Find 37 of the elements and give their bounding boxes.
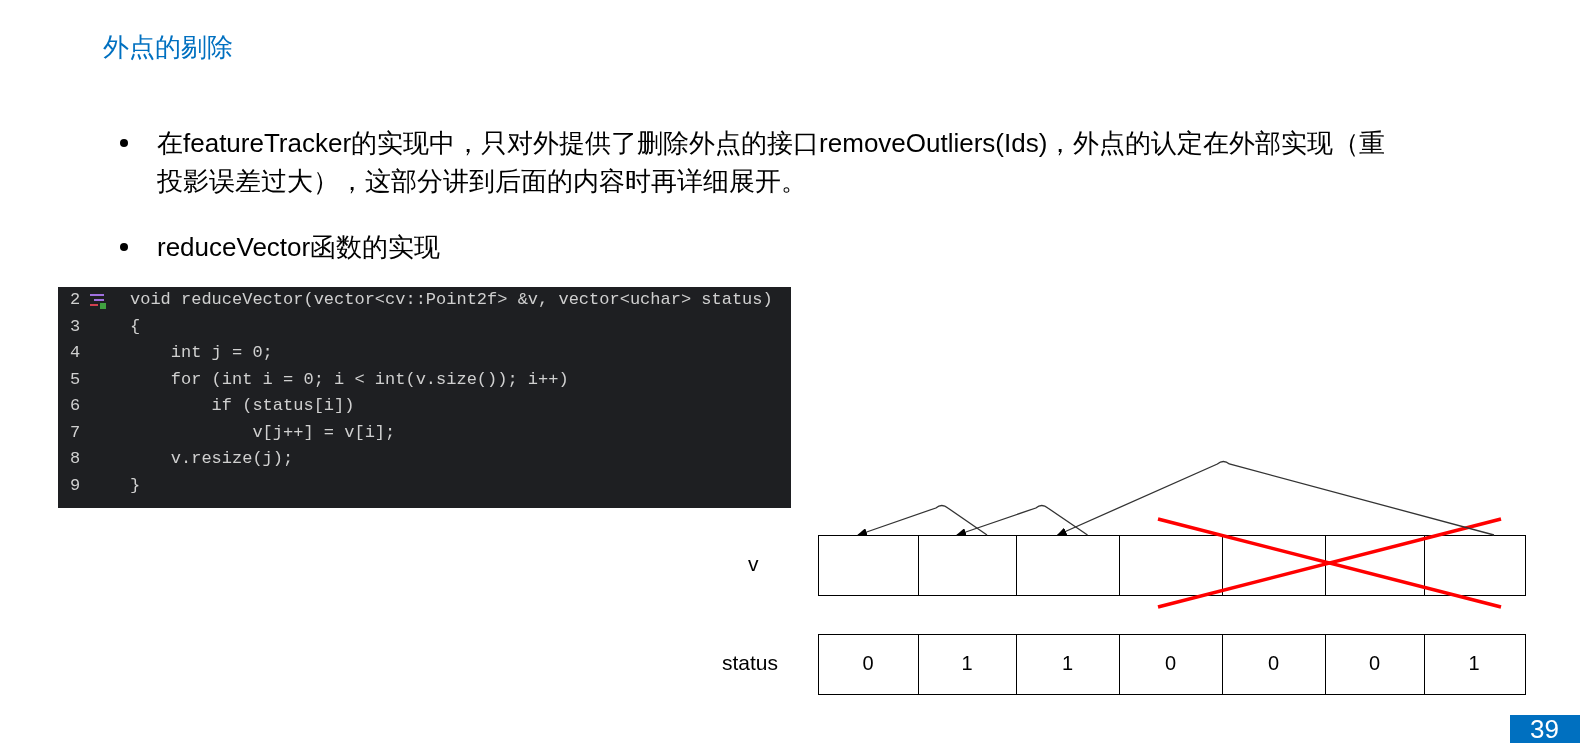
code-line: v.resize(j); (169, 449, 294, 469)
line-number: 8 (70, 449, 81, 469)
line-number: 6 (70, 396, 81, 416)
page-number: 39 (1530, 714, 1559, 743)
cell-value: 0 (861, 652, 875, 675)
bullet-text: reduceVector函数的实现 (157, 231, 442, 264)
code-line: void reduceVector(vector<cv::Point2f> &v, vector<uchar> status) (130, 290, 773, 310)
line-number: 7 (70, 422, 81, 443)
line-number: 4 (70, 343, 81, 363)
array-cell (1016, 535, 1121, 596)
cell-value: 0 (1367, 652, 1382, 675)
code-line: v[j++] = v[i]; (251, 422, 396, 443)
array-cell (818, 535, 920, 596)
arrow (1056, 460, 1495, 536)
code-line: int j = 0; (169, 343, 273, 363)
bullet-text: 在featureTracker的实现中，只对外提供了删除外点的接口removeOutliers(Ids)，外点的认定在外部实现（重投影误差过大），这部分讲到后面的内容时再详细展开。 (157, 127, 1387, 198)
cell-value: 1 (1060, 652, 1075, 675)
array-cell (1424, 535, 1526, 596)
line-number: 9 (70, 475, 81, 496)
array-cell (918, 535, 1018, 596)
array-cell (1119, 535, 1224, 596)
slide-title: 外点的剔除 (103, 31, 233, 64)
cell-value: 0 (1163, 652, 1178, 675)
row-label: v (748, 552, 759, 576)
line-number: 3 (70, 316, 81, 337)
row-label: status (722, 651, 779, 675)
arrow (956, 504, 1089, 536)
code-line: { (130, 316, 141, 337)
cell-value: 0 (1266, 652, 1281, 675)
line-number: 2 (70, 290, 81, 310)
code-line: if (status[i]) (210, 396, 355, 416)
line-number: 5 (70, 369, 81, 390)
cell-value: 1 (960, 652, 974, 675)
code-line: } (130, 475, 141, 496)
code-line: for (int i = 0; i < int(v.size()); i++) (169, 369, 569, 390)
arrow (857, 504, 988, 536)
cell-value: 1 (1467, 652, 1481, 675)
